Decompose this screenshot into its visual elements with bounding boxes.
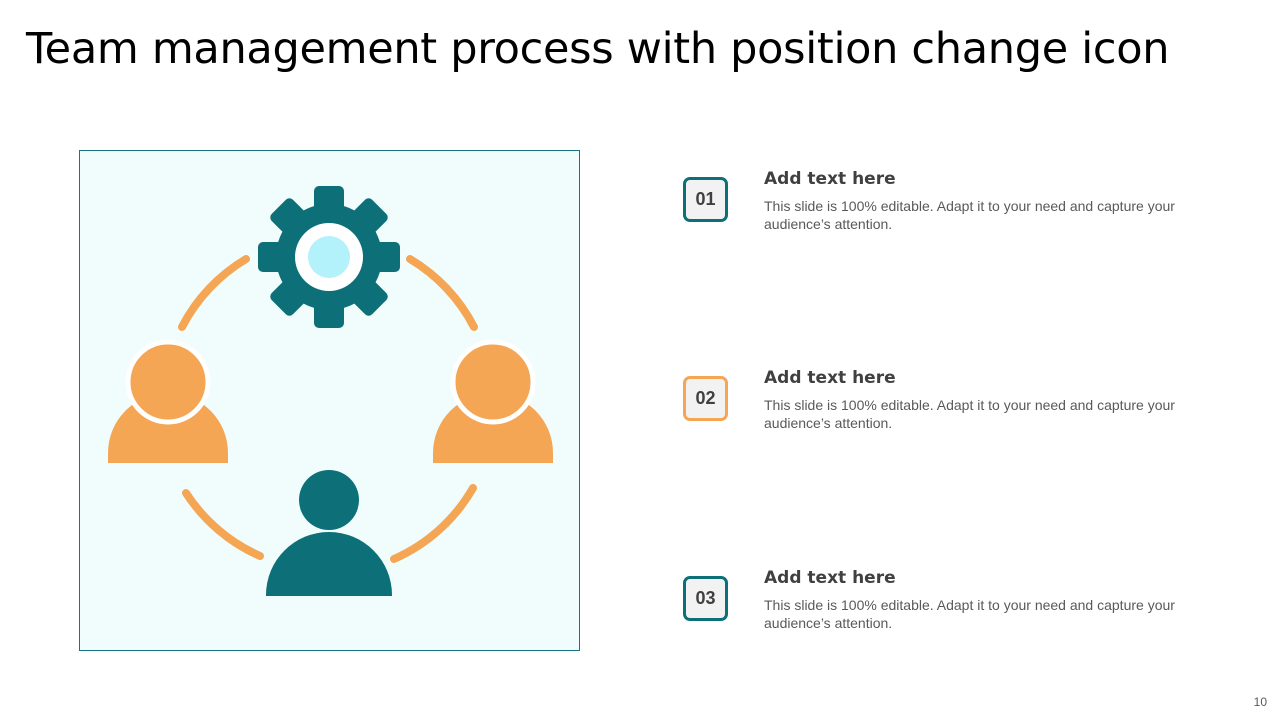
cycle-arc-bottom-left (182, 489, 264, 560)
step-number-badge: 02 (683, 376, 728, 421)
step-description: This slide is 100% editable. Adapt it to… (764, 597, 1175, 631)
step-description: This slide is 100% editable. Adapt it to… (764, 397, 1175, 431)
person-icon-left (108, 339, 228, 463)
cycle-arc-top-right (406, 255, 478, 331)
step-heading: Add text here (764, 568, 896, 588)
step-number-badge: 01 (683, 177, 728, 222)
step-item-03: 03 Add text here This slide is 100% edit… (683, 568, 1223, 656)
step-heading: Add text here (764, 368, 896, 388)
step-heading: Add text here (764, 169, 896, 189)
cycle-arc-bottom-right (390, 484, 477, 563)
step-item-01: 01 Add text here This slide is 100% edit… (683, 169, 1223, 257)
person-icon-bottom (266, 470, 392, 596)
step-description: This slide is 100% editable. Adapt it to… (764, 198, 1175, 232)
cycle-arc-top-left (178, 255, 250, 331)
team-cycle-illustration (79, 150, 580, 651)
step-item-02: 02 Add text here This slide is 100% edit… (683, 368, 1223, 456)
slide-title: Team management process with position ch… (26, 24, 1170, 74)
step-number-badge: 03 (683, 576, 728, 621)
person-icon-right (433, 339, 553, 463)
gear-icon (258, 186, 400, 328)
page-number: 10 (1253, 695, 1267, 709)
